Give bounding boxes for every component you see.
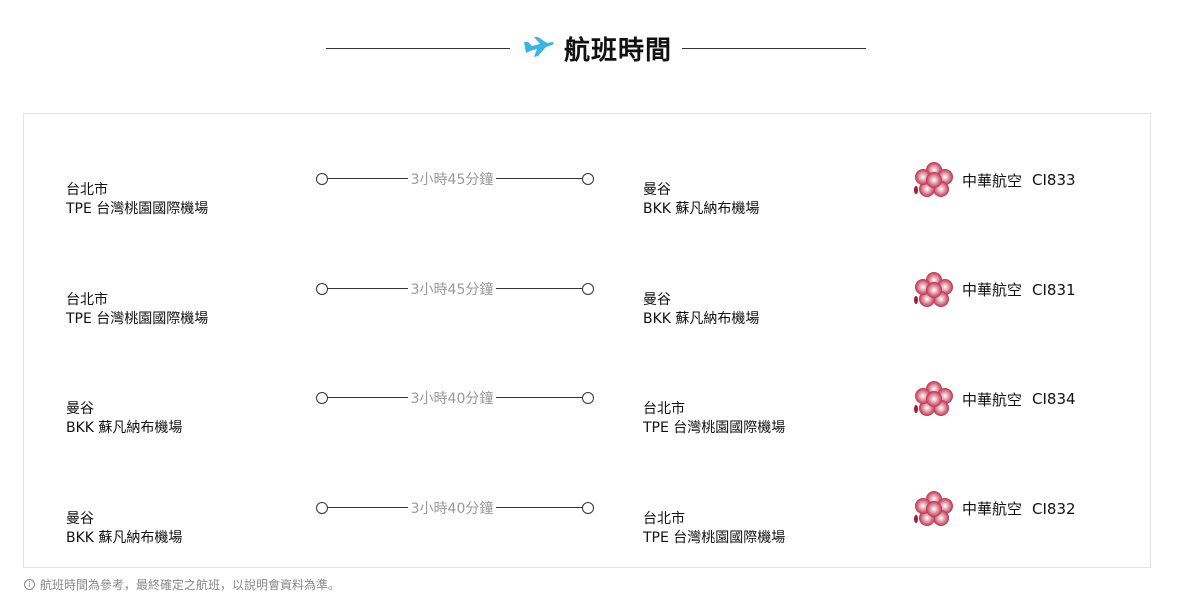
route-line [496, 287, 582, 289]
origin-airport: BKK 蘇凡納布機場 [66, 420, 183, 436]
route-line [328, 287, 408, 289]
destination: 台北市 TPE 台灣桃園國際機場 [643, 400, 785, 438]
destination-city: 台北市 [643, 510, 685, 527]
china-airlines-plum-blossom-icon [914, 271, 953, 307]
airline-name: 中華航空 [962, 171, 1023, 190]
origin-airport: TPE 台灣桃園國際機場 [66, 310, 209, 327]
flight-number: CI831 [1032, 280, 1076, 299]
origin: 台北市 TPE 台灣桃園國際機場 [66, 181, 208, 219]
flight-schedule-table: 台北市 TPE 台灣桃園國際機場 3小時45分鐘 曼谷 BKK 蘇凡納布機場 中華航… [23, 113, 1151, 568]
duration-text: 3小時40分鐘 [410, 500, 494, 517]
arrival-dot [582, 501, 594, 514]
duration-text: 3小時40分鐘 [410, 391, 494, 407]
destination: 曼谷 BKK 蘇凡納布機場 [643, 181, 759, 219]
origin-city: 台北市 [66, 182, 108, 198]
flight-row: 台北市 TPE 台灣桃園國際機場 3小時45分鐘 曼谷 BKK 蘇凡納布機場 中華航… [24, 162, 1150, 279]
route-line [328, 397, 408, 398]
flight-number: CI834 [1032, 390, 1076, 408]
route-line [496, 178, 582, 179]
airline-info: 中華航空 CI834 [912, 381, 1076, 417]
departure-dot [316, 392, 328, 404]
destination-city: 曼谷 [643, 182, 671, 198]
origin-city: 台北市 [66, 291, 108, 308]
airline-info: 中華航空 CI832 [912, 490, 1076, 527]
duration-text: 3小時45分鐘 [410, 172, 494, 188]
airline-info: 中華航空 CI833 [912, 162, 1076, 198]
destination: 台北市 TPE 台灣桃園國際機場 [643, 510, 785, 548]
flight-number: CI833 [1032, 171, 1076, 189]
arrival-dot [582, 392, 594, 404]
origin-city: 曼谷 [66, 510, 94, 527]
destination-city: 台北市 [643, 401, 685, 417]
flight-duration: 3小時45分鐘 [316, 281, 596, 298]
duration-text: 3小時45分鐘 [410, 281, 494, 298]
origin: 曼谷 BKK 蘇凡納布機場 [66, 510, 182, 548]
departure-dot [316, 501, 328, 514]
disclaimer-note: i 航班時間為參考，最終確定之航班，以說明會資料為準。 [24, 576, 340, 593]
route-line [496, 397, 582, 398]
flight-duration: 3小時40分鐘 [316, 500, 596, 517]
route-line [328, 506, 408, 508]
china-airlines-plum-blossom-icon [914, 490, 953, 526]
divider [682, 48, 866, 49]
flight-row: 台北市 TPE 台灣桃園國際機場 3小時45分鐘 曼谷 BKK 蘇凡納布機場 中華航… [24, 271, 1150, 389]
departure-dot [316, 282, 328, 295]
china-airlines-plum-blossom-icon [914, 162, 953, 197]
section-title: 航班時間 [0, 30, 1192, 67]
arrival-dot [582, 173, 594, 185]
divider [325, 48, 510, 49]
airline-name: 中華航空 [962, 500, 1023, 518]
origin-airport: BKK 蘇凡納布機場 [66, 529, 183, 546]
flight-number: CI832 [1032, 499, 1076, 518]
destination-airport: BKK 蘇凡納布機場 [643, 310, 760, 327]
origin-airport: TPE 台灣桃園國際機場 [66, 201, 209, 217]
info-icon: i [24, 579, 35, 590]
origin-city: 曼谷 [66, 401, 94, 417]
arrival-dot [582, 282, 594, 295]
airline-info: 中華航空 CI831 [912, 271, 1076, 308]
flight-row: 曼谷 BKK 蘇凡納布機場 3小時40分鐘 台北市 TPE 台灣桃園國際機場 中華航… [24, 381, 1150, 498]
page-title: 航班時間 [563, 36, 672, 66]
airline-name: 中華航空 [962, 281, 1023, 299]
flight-duration: 3小時40分鐘 [316, 390, 596, 407]
flight-duration: 3小時45分鐘 [316, 171, 596, 188]
origin: 曼谷 BKK 蘇凡納布機場 [66, 400, 182, 438]
airplane-icon [522, 36, 554, 62]
destination-airport: TPE 台灣桃園國際機場 [643, 420, 786, 436]
airline-name: 中華航空 [962, 390, 1023, 409]
destination-city: 曼谷 [643, 291, 671, 308]
china-airlines-plum-blossom-icon [914, 381, 953, 416]
destination-airport: BKK 蘇凡納布機場 [643, 201, 760, 217]
destination: 曼谷 BKK 蘇凡納布機場 [643, 291, 759, 329]
flight-row: 曼谷 BKK 蘇凡納布機場 3小時40分鐘 台北市 TPE 台灣桃園國際機場 中華航… [24, 490, 1150, 608]
origin: 台北市 TPE 台灣桃園國際機場 [66, 291, 208, 329]
route-line [496, 506, 582, 508]
destination-airport: TPE 台灣桃園國際機場 [643, 529, 786, 546]
departure-dot [316, 173, 328, 185]
route-line [328, 178, 408, 179]
